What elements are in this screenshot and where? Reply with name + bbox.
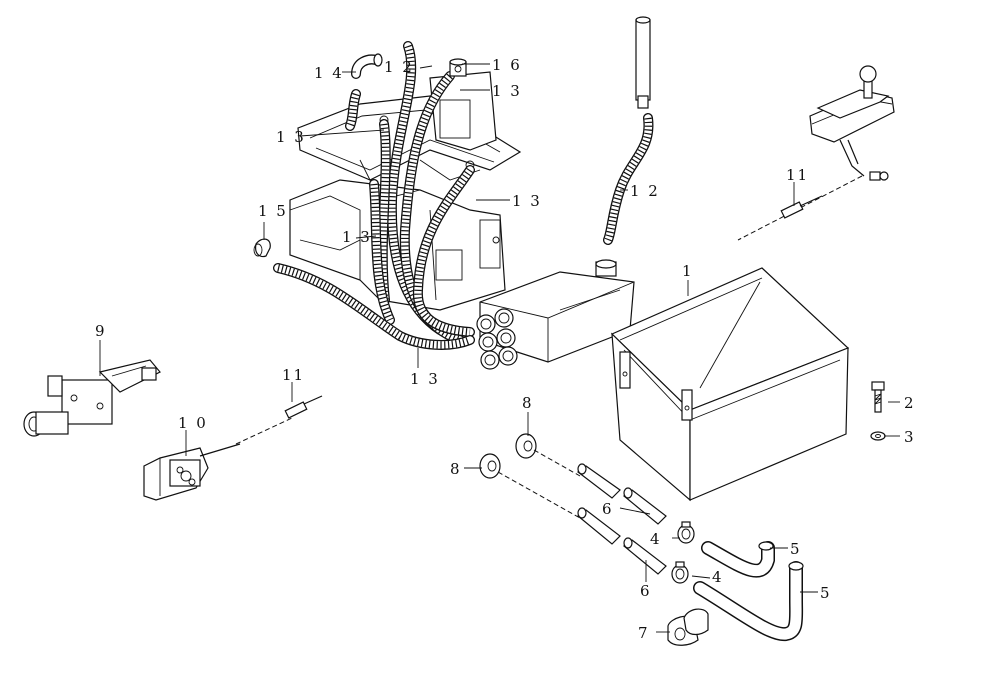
callout-grommet-lower: 8 bbox=[450, 460, 462, 478]
clamp-upper bbox=[677, 521, 695, 544]
callout-heater-valve: 9 bbox=[95, 322, 107, 340]
valve-bracket bbox=[143, 395, 323, 501]
callout-top-hose: 1 2 bbox=[384, 58, 414, 76]
control-lever-assembly bbox=[737, 65, 895, 241]
callout-cable-right: 11 bbox=[786, 166, 809, 184]
bolt bbox=[871, 381, 885, 413]
callout-cable-left: 11 bbox=[282, 366, 305, 384]
callout-elbow-left: 1 5 bbox=[258, 202, 288, 220]
callout-hose-left-mid: 1 3 bbox=[342, 228, 372, 246]
leader-lines bbox=[99, 63, 900, 633]
pipe-upper bbox=[577, 463, 667, 525]
callout-clip: 7 bbox=[638, 624, 650, 642]
pipe-lower bbox=[577, 507, 667, 575]
defroster-hose bbox=[603, 16, 654, 245]
callout-hose-top-right: 1 3 bbox=[492, 82, 522, 100]
heater-valve bbox=[23, 359, 161, 437]
callout-grommet-upper: 8 bbox=[522, 394, 534, 412]
callout-elbow-top: 1 4 bbox=[314, 64, 344, 82]
callout-pipe-upper: 6 bbox=[602, 500, 614, 518]
battery-box bbox=[610, 267, 850, 502]
callout-clamp-upper: 4 bbox=[650, 530, 662, 548]
callout-elbow-hose-upper: 5 bbox=[790, 540, 802, 558]
callout-hose-bottom: 1 3 bbox=[410, 370, 440, 388]
clamp-lower bbox=[671, 561, 689, 584]
callout-valve-bracket: 1 0 bbox=[178, 414, 208, 432]
elbow-hose-lower bbox=[693, 561, 804, 642]
hose-clip bbox=[667, 608, 709, 646]
grommet-upper bbox=[515, 433, 537, 459]
grommet-lower bbox=[479, 453, 501, 479]
elbow-hose-upper bbox=[701, 541, 775, 578]
callout-defroster-hose: 1 2 bbox=[630, 182, 660, 200]
cable-right bbox=[780, 195, 823, 219]
elbow-fitting-left bbox=[253, 238, 271, 258]
callout-hose-right-mid: 1 3 bbox=[512, 192, 542, 210]
elbow-fitting-top bbox=[351, 53, 383, 79]
tee-fitting bbox=[449, 58, 467, 77]
callout-tee-fitting: 1 6 bbox=[492, 56, 522, 74]
callout-pipe-lower: 6 bbox=[640, 582, 652, 600]
callout-battery-box: 1 bbox=[682, 262, 694, 280]
callout-bolt: 2 bbox=[904, 394, 916, 412]
callout-clamp-lower: 4 bbox=[712, 568, 724, 586]
callout-elbow-hose-lower: 5 bbox=[820, 584, 832, 602]
callout-washer: 3 bbox=[904, 428, 916, 446]
duct-hoses bbox=[273, 41, 475, 350]
washer bbox=[870, 431, 886, 441]
callout-hose-left-upper: 1 3 bbox=[276, 128, 306, 146]
